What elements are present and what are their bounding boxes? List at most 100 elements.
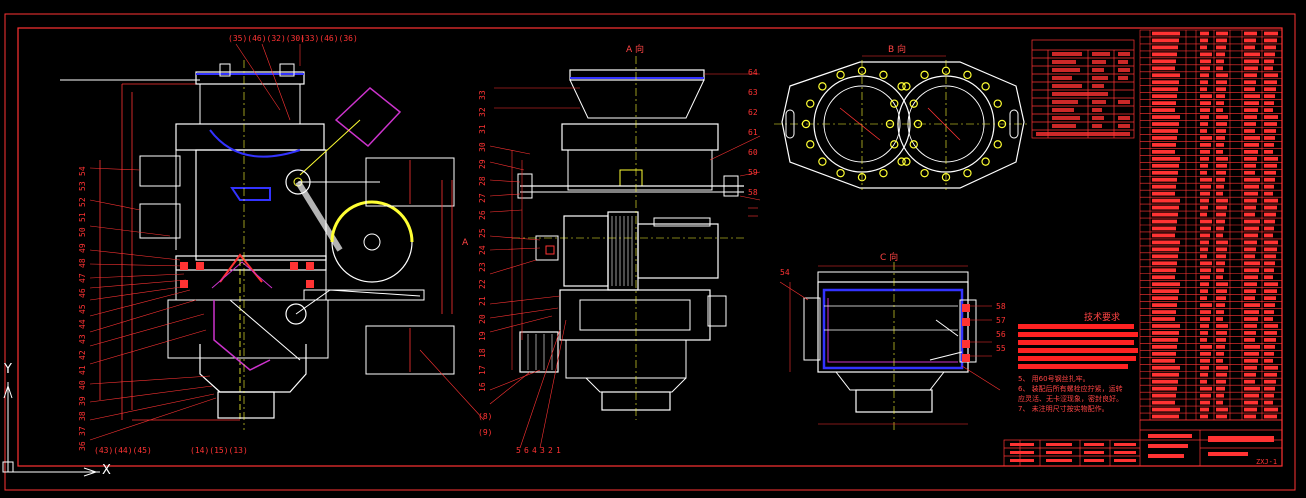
- tech-requirements-bars: [1018, 324, 1138, 369]
- section-marker-a: A: [462, 238, 469, 248]
- bolt-hole: [857, 172, 867, 182]
- left-callout-46: 46: [78, 288, 87, 299]
- bolt-hole: [879, 70, 888, 80]
- center-callout-23: 23: [478, 262, 487, 272]
- a-view-label: A 向: [626, 45, 645, 55]
- left-callout-36: 36: [78, 441, 87, 452]
- center-bottom-callout-4: 4: [532, 446, 537, 455]
- bolt-hole: [909, 140, 918, 149]
- left-callout-40: 40: [78, 380, 87, 391]
- left-callout-42: 42: [78, 349, 87, 360]
- bolt-hole: [963, 70, 972, 80]
- tech-line-1: 5、 用60号钢丝扎牢。: [1018, 375, 1090, 383]
- bolt-hole: [818, 157, 827, 166]
- tech-line-2: 6、 装配后所有螺栓应拧紧，运转: [1018, 385, 1123, 393]
- center-right-callout-60: 60: [748, 148, 758, 157]
- left-callout-44: 44: [78, 319, 87, 329]
- center-bottom-callout-5: 5: [516, 446, 521, 455]
- center-right-callout-64: 64: [748, 68, 758, 77]
- center-callout-22: 22: [478, 279, 487, 290]
- center-callout-31: 31: [478, 124, 487, 135]
- left-callout-48: 48: [78, 258, 87, 268]
- bolt-hole: [857, 66, 867, 76]
- bolt-hole: [818, 82, 827, 91]
- bolt-hole: [801, 119, 811, 129]
- b-view-label: B 向: [888, 45, 907, 55]
- left-callout-43: 43: [78, 334, 87, 345]
- title-block: [1003, 419, 1283, 467]
- c-view-callout-54: 54: [780, 268, 790, 277]
- drawing-number: ZXJ-1: [1256, 458, 1278, 466]
- bolt-hole: [981, 157, 990, 166]
- center-right-callout-59: 59: [748, 168, 758, 177]
- center-callout-33: 33: [478, 90, 487, 100]
- center-callout-32: 32: [478, 107, 487, 118]
- center-callout-20: 20: [478, 313, 487, 324]
- center-callout-26: 26: [478, 210, 487, 221]
- center-callout-29: 29: [478, 159, 487, 169]
- center-callout-18: 18: [478, 348, 487, 358]
- axis-x-label: X: [102, 463, 111, 478]
- center-callout-21: 21: [478, 296, 487, 307]
- bolt-hole: [941, 66, 951, 76]
- bolt-hole: [890, 140, 899, 149]
- bolt-hole: [920, 168, 929, 178]
- center-right-callout-62: 62: [748, 108, 758, 117]
- center-callout-25: 25: [478, 227, 487, 238]
- center-callout-16: 16: [478, 382, 487, 393]
- left-callout-49: 49: [78, 242, 87, 253]
- bottom-callout-1: (43)(44)(45): [94, 446, 152, 455]
- bolt-hole: [836, 168, 845, 178]
- top-callout-1: (35)(46)(32)(30): [228, 34, 306, 43]
- bolt-hole: [806, 140, 815, 149]
- bolt-hole: [913, 119, 923, 129]
- tech-requirements-title: 技术要求: [1084, 313, 1121, 323]
- tech-line-3: 应灵活、无卡涩现象，密封良好。: [1018, 395, 1123, 403]
- title-block-fill: [1010, 434, 1274, 462]
- left-callout-51: 51: [78, 212, 87, 222]
- center-callout-19: 19: [478, 331, 487, 341]
- c-view: [779, 262, 1001, 430]
- bottom-callout-4: (9): [478, 428, 493, 437]
- left-callout-41: 41: [78, 365, 87, 375]
- left-callout-38: 38: [78, 411, 87, 421]
- axis-y-label: Y: [4, 362, 12, 377]
- left-callout-52: 52: [78, 196, 87, 207]
- c-view-callout-57: 57: [996, 316, 1006, 325]
- bolt-hole: [902, 82, 911, 91]
- bolt-hole: [836, 70, 845, 80]
- bolt-hole: [897, 157, 906, 166]
- left-callout-47: 47: [78, 273, 87, 284]
- center-bottom-callout-2: 2: [548, 446, 553, 455]
- bolt-hole: [897, 82, 906, 91]
- c-view-callout-56: 56: [996, 330, 1006, 339]
- bolt-hole: [902, 157, 911, 166]
- left-callout-53: 53: [78, 181, 87, 192]
- c-view-label: C 向: [880, 253, 899, 263]
- center-callout-27: 27: [478, 193, 487, 204]
- bottom-callout-2: (14)(15)(13): [190, 446, 248, 455]
- center-callout-24: 24: [478, 245, 487, 255]
- center-callout-17: 17: [478, 365, 487, 376]
- bolt-hole: [981, 82, 990, 91]
- left-callout-45: 45: [78, 304, 87, 314]
- bolt-hole: [993, 140, 1002, 149]
- bolt-hole: [920, 70, 929, 80]
- center-right-callout-61: 61: [748, 128, 758, 137]
- left-callout-39: 39: [78, 395, 87, 406]
- left-callout-37: 37: [78, 426, 87, 437]
- parameter-table-fill: [1036, 52, 1130, 136]
- bolt-hole: [885, 119, 895, 129]
- bolt-hole: [997, 119, 1007, 129]
- bolt-hole: [963, 168, 972, 178]
- bolt-hole: [879, 168, 888, 178]
- center-bottom-callout-3: 3: [540, 446, 545, 455]
- center-callout-30: 30: [478, 141, 487, 152]
- parameter-table: [1031, 39, 1135, 139]
- c-view-callout-58: 58: [996, 302, 1006, 311]
- bolt-hole: [941, 172, 951, 182]
- left-callout-54: 54: [78, 166, 87, 176]
- bolt-hole: [993, 99, 1002, 108]
- outer-border: [4, 13, 1296, 491]
- parts-list: [1139, 29, 1283, 421]
